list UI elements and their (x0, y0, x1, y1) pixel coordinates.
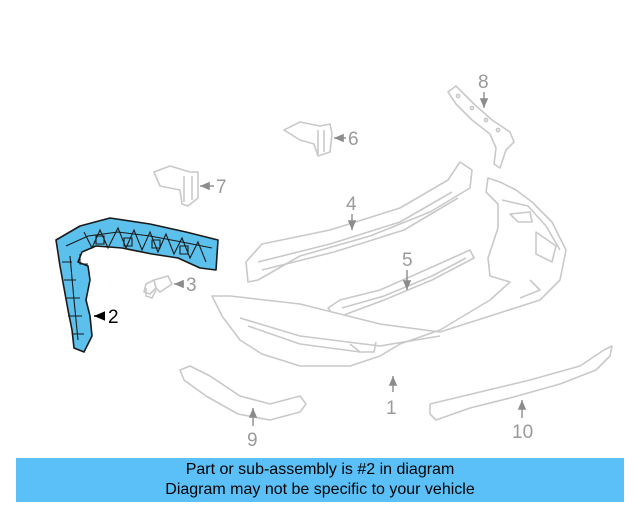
callout-9: 9 (247, 430, 258, 451)
info-banner: Part or sub-assembly is #2 in diagram Di… (16, 458, 624, 502)
callout-8: 8 (478, 72, 489, 93)
callout-6: 6 (348, 129, 359, 150)
part-4-reinforcement (245, 161, 473, 283)
part-8-bracket (447, 85, 515, 169)
part-1-bumper-cover (211, 177, 567, 367)
part-2-bracket-highlighted (55, 217, 219, 353)
leader-lines (94, 92, 527, 426)
part-9-molding (179, 365, 307, 421)
callout-7: 7 (216, 177, 227, 198)
banner-line-1: Part or sub-assembly is #2 in diagram (185, 461, 455, 478)
callout-10: 10 (512, 422, 533, 443)
banner-line-2: Diagram may not be specific to your vehi… (165, 481, 475, 498)
part-10-molding (429, 345, 613, 421)
callout-3: 3 (186, 275, 197, 296)
callout-5: 5 (402, 250, 413, 271)
callout-4: 4 (346, 194, 357, 215)
part-5-absorber (327, 249, 475, 319)
part-6-bracket (283, 121, 333, 157)
callout-2: 2 (108, 307, 119, 328)
part-7-bracket (153, 165, 199, 207)
part-3-fastener (143, 275, 173, 299)
callout-1: 1 (386, 398, 397, 419)
